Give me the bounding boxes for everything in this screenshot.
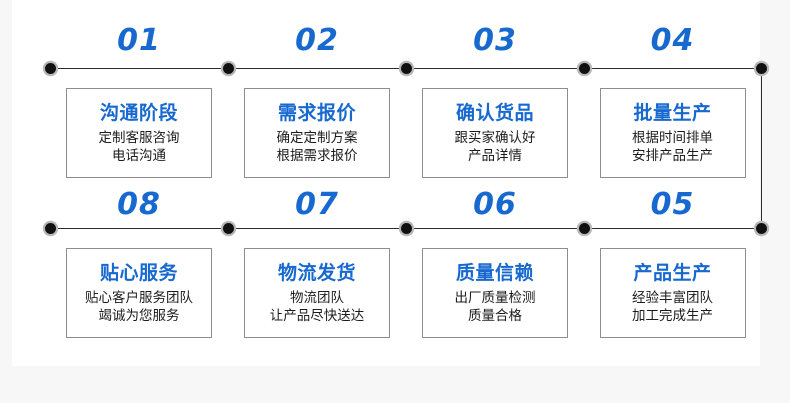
step-card-line: 物流团队	[290, 289, 344, 306]
timeline-node-dot	[755, 222, 767, 234]
timeline-node-dot	[44, 62, 56, 74]
step-card-line: 根据时间排单	[632, 129, 713, 146]
step-card-title: 需求报价	[277, 101, 356, 124]
step-card-title: 沟通阶段	[99, 101, 178, 124]
timeline-node-dot	[400, 222, 412, 234]
step-card-line: 安排产品生产	[632, 148, 713, 165]
step-number-01: 01	[117, 23, 161, 58]
step-card-03[interactable]: 确认货品跟买家确认好产品详情	[422, 88, 568, 178]
step-card-title: 产品生产	[633, 261, 712, 284]
step-number-04: 04	[650, 23, 695, 58]
step-card-05[interactable]: 产品生产经验丰富团队加工完成生产	[599, 248, 746, 338]
step-card-line: 经验丰富团队	[632, 289, 713, 306]
step-card-line: 竭诚为您服务	[98, 308, 180, 325]
step-card-line: 产品详情	[468, 148, 522, 165]
step-card-line: 质量合格	[468, 308, 522, 325]
step-card-07[interactable]: 物流发货物流团队让产品尽快送达	[244, 248, 390, 338]
step-card-title: 贴心服务	[99, 261, 178, 284]
step-card-06[interactable]: 质量信赖出厂质量检测质量合格	[422, 248, 568, 338]
step-card-title: 质量信赖	[455, 261, 534, 284]
step-card-line: 根据需求报价	[276, 148, 358, 165]
timeline-node-dot	[222, 222, 234, 234]
step-number-03: 03	[473, 23, 517, 58]
timeline-node-dot	[44, 222, 56, 234]
timeline-node-dot	[578, 62, 590, 74]
timeline-node-dot	[400, 62, 412, 74]
step-number-02: 02	[295, 23, 339, 58]
step-card-line: 贴心客户服务团队	[85, 289, 193, 306]
step-card-line: 跟买家确认好	[454, 129, 536, 146]
step-card-title: 批量生产	[633, 101, 712, 124]
step-number-07: 07	[295, 187, 339, 222]
timeline-node-dot	[755, 62, 767, 74]
step-card-line: 定制客服咨询	[98, 129, 180, 146]
step-card-title: 确认货品	[455, 101, 534, 124]
step-card-line: 让产品尽快送达	[269, 308, 365, 325]
timeline-node-dot	[578, 222, 590, 234]
step-card-01[interactable]: 沟通阶段定制客服咨询电话沟通	[66, 88, 212, 178]
content-sheet: 01 沟通阶段定制客服咨询电话沟通 02 需求报价确定定制方案根据需求报价 03 确认货品…	[12, 0, 767, 366]
timeline-node-dot	[222, 62, 234, 74]
timeline-connector-right	[761, 68, 762, 228]
step-card-08[interactable]: 贴心服务贴心客户服务团队竭诚为您服务	[66, 248, 212, 338]
step-card-line: 加工完成生产	[632, 308, 713, 325]
step-card-line: 电话沟通	[112, 148, 166, 165]
step-number-08: 08	[117, 187, 161, 222]
step-card-title: 物流发货	[277, 261, 356, 284]
step-card-line: 确定定制方案	[276, 129, 358, 146]
step-card-line: 出厂质量检测	[454, 289, 536, 306]
step-number-06: 06	[473, 187, 517, 222]
step-card-04[interactable]: 批量生产根据时间排单安排产品生产	[599, 88, 746, 178]
step-number-05: 05	[650, 187, 695, 222]
step-card-02[interactable]: 需求报价确定定制方案根据需求报价	[244, 88, 390, 178]
